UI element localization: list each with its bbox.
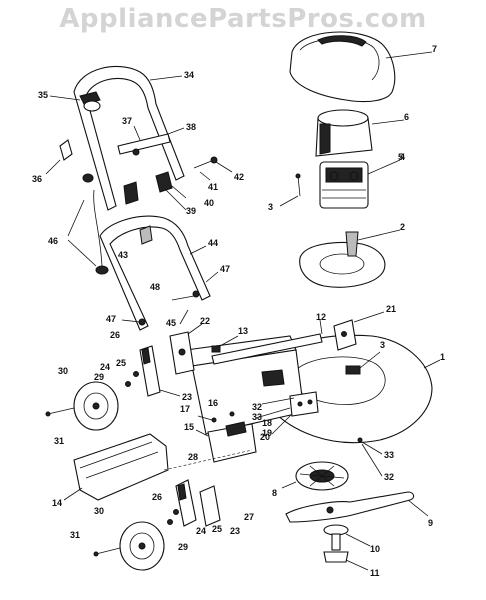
callout-30-front: 30 xyxy=(94,506,104,516)
callout-11: 11 xyxy=(370,568,380,578)
switch-handle[interactable] xyxy=(49,91,101,112)
callout-33-upper: 33 xyxy=(252,412,262,422)
rod-clip[interactable] xyxy=(211,335,239,353)
callout-5: 5 xyxy=(398,152,403,162)
upper-handle[interactable] xyxy=(73,65,185,211)
lower-handle[interactable] xyxy=(99,215,211,331)
rear-flap[interactable] xyxy=(63,433,169,501)
blade-washer[interactable] xyxy=(323,524,371,547)
callout-18: 18 xyxy=(262,418,272,428)
callout-14: 14 xyxy=(52,498,62,508)
callout-45: 45 xyxy=(166,318,176,328)
mower-deck[interactable] xyxy=(185,334,441,444)
callout-12: 12 xyxy=(316,312,326,322)
callout-35: 35 xyxy=(38,90,48,100)
callout-34: 34 xyxy=(184,70,194,80)
deck-switch[interactable] xyxy=(345,351,381,375)
callout-24-front: 24 xyxy=(196,526,206,536)
callout-29-front: 29 xyxy=(178,542,188,552)
callout-41: 41 xyxy=(208,182,218,192)
clamp-knob[interactable] xyxy=(139,225,153,245)
callout-8: 8 xyxy=(272,488,277,498)
callout-43: 43 xyxy=(118,250,128,260)
callout-16: 16 xyxy=(208,398,218,408)
callout-23-rear: 23 xyxy=(182,392,192,402)
callout-26-rear: 26 xyxy=(110,330,120,340)
motor-mount[interactable] xyxy=(299,229,401,288)
callout-10: 10 xyxy=(370,544,380,554)
handle-brace[interactable] xyxy=(117,125,185,156)
callout-39: 39 xyxy=(186,206,196,216)
rear-wheel[interactable] xyxy=(45,381,119,431)
hinge-bracket[interactable] xyxy=(169,323,203,375)
deflector-bracket[interactable] xyxy=(333,311,385,351)
callout-4: 4 xyxy=(400,152,405,162)
callout-23-front: 23 xyxy=(230,526,240,536)
blade-bolt[interactable] xyxy=(323,533,369,571)
callout-6: 6 xyxy=(404,112,409,122)
callout-15: 15 xyxy=(184,422,194,432)
callout-17: 17 xyxy=(180,404,190,414)
front-wheel-bracket[interactable] xyxy=(167,479,221,527)
cord-clip[interactable] xyxy=(45,139,73,175)
callout-42: 42 xyxy=(234,172,244,182)
motor-screw[interactable] xyxy=(279,173,301,207)
deck-screw-right[interactable] xyxy=(357,437,383,477)
callout-28: 28 xyxy=(188,452,198,462)
callout-19: 19 xyxy=(262,428,272,438)
cable-ties[interactable] xyxy=(67,173,109,275)
callout-22: 22 xyxy=(200,316,210,326)
callout-21: 21 xyxy=(386,304,396,314)
callout-29-rear: 29 xyxy=(94,372,104,382)
callout-9: 9 xyxy=(428,518,433,528)
callout-46: 46 xyxy=(48,236,58,246)
callout-36: 36 xyxy=(32,174,42,184)
callout-40: 40 xyxy=(204,198,214,208)
front-wheel[interactable] xyxy=(93,521,165,571)
callout-30-rear: 30 xyxy=(58,366,68,376)
motor[interactable] xyxy=(319,159,401,209)
callout-32-upper: 32 xyxy=(252,402,262,412)
callout-1: 1 xyxy=(440,352,445,362)
callout-26-front: 26 xyxy=(152,492,162,502)
callout-labels: 7 6 5 4 3 2 1 21 3 12 13 22 32 33 18 19 … xyxy=(32,44,445,578)
chute-door[interactable] xyxy=(195,411,257,463)
callout-32-lower: 32 xyxy=(384,472,394,482)
handle-bolt[interactable] xyxy=(193,156,233,181)
callout-38: 38 xyxy=(186,122,196,132)
motor-cover[interactable] xyxy=(289,31,433,103)
mower-blade[interactable] xyxy=(285,491,429,523)
callout-7: 7 xyxy=(432,44,437,54)
callout-47-right: 47 xyxy=(220,264,230,274)
motor-housing[interactable] xyxy=(315,109,405,157)
callout-3-deck: 3 xyxy=(380,340,385,350)
front-axle-line xyxy=(163,449,253,471)
callout-48: 48 xyxy=(150,282,160,292)
handle-knobs[interactable] xyxy=(123,171,187,211)
callout-2: 2 xyxy=(400,222,405,232)
lower-handle-bolts[interactable] xyxy=(121,271,219,326)
rear-rod[interactable] xyxy=(211,319,323,365)
callout-20: 20 xyxy=(260,432,270,442)
callout-47-left: 47 xyxy=(106,314,116,324)
switch-assembly[interactable] xyxy=(255,391,319,435)
callout-27: 27 xyxy=(244,512,254,522)
watermark: AppliancePartsPros.com xyxy=(59,4,427,34)
callout-37: 37 xyxy=(122,116,132,126)
callout-31-front: 31 xyxy=(70,530,80,540)
callout-44: 44 xyxy=(208,238,218,248)
callout-31-rear: 31 xyxy=(54,436,64,446)
rear-wheel-axle-bracket[interactable] xyxy=(125,345,181,397)
blade-fan[interactable] xyxy=(281,461,349,491)
callout-25-rear: 25 xyxy=(116,358,126,368)
callout-25-front: 25 xyxy=(212,524,222,534)
callout-33-lower: 33 xyxy=(384,450,394,460)
callout-13: 13 xyxy=(238,326,248,336)
callout-3-motor: 3 xyxy=(268,202,273,212)
callout-24-rear: 24 xyxy=(100,362,110,372)
